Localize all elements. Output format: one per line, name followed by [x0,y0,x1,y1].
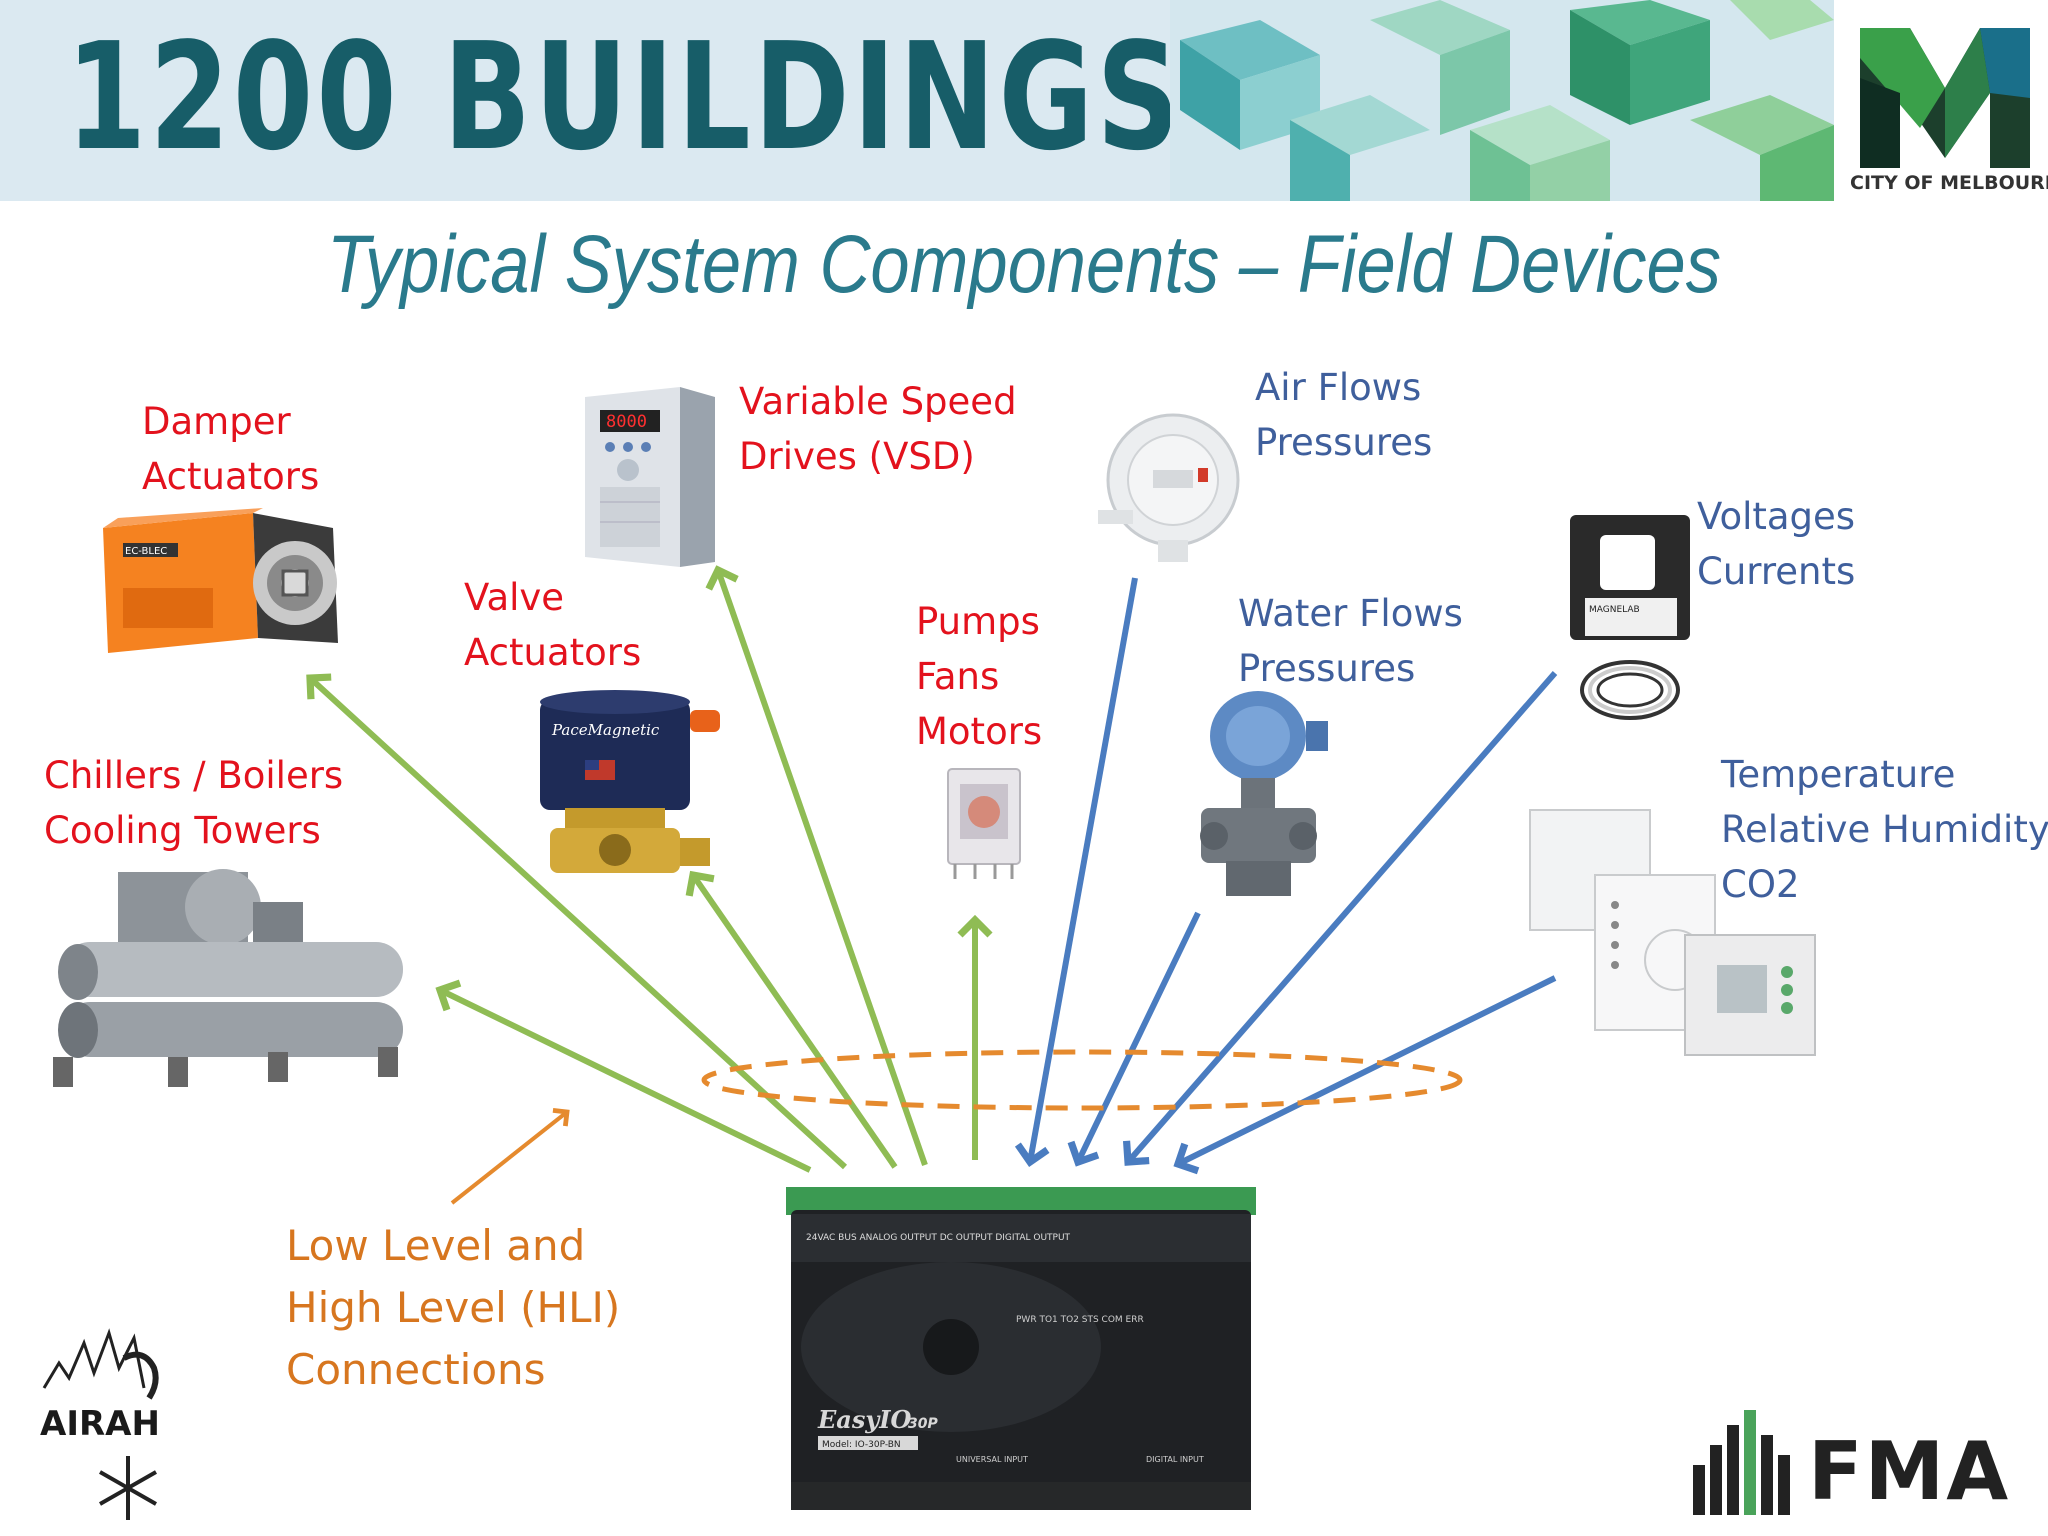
label-line: Voltages [1697,495,1856,538]
snowflake-icon [99,1456,157,1520]
arrow-from-air [1014,577,1138,1168]
controller-brand: EasyIO [817,1405,912,1434]
cube-pattern-graphic [1170,0,1834,201]
valve-actuator-image: PaceMagnetic [540,690,720,873]
label-line: Currents [1697,550,1856,593]
label-chillers-boilers: Chillers / Boilers Cooling Towers [44,748,343,858]
label-line: Chillers / Boilers [44,754,344,797]
label-water-flows: Water Flows Pressures [1238,586,1463,696]
arrow-to-vsd [705,565,928,1166]
airah-logo-mark [42,1328,159,1400]
room-sensors-image [1529,809,1816,1056]
label-line: Low Level and [286,1221,586,1270]
label-line: Relative Humidity [1721,808,2048,851]
current-brand-text: MAGNELAB [1589,605,1640,615]
label-voltages-currents: Voltages Currents [1697,489,1855,599]
current-transformer-image: MAGNELAB [1570,515,1690,720]
label-line: Valve [464,576,565,619]
easyio-controller-image: 24VAC BUS ANALOG OUTPUT DC OUTPUT DIGITA… [786,1187,1256,1510]
fma-logo-mark [1693,1410,1790,1515]
city-of-melbourne-logo [1860,28,2030,168]
controller-digital-input: DIGITAL INPUT [1146,1455,1204,1464]
label-line: Cooling Towers [44,809,321,852]
label-pumps-fans-motors: Pumps Fans Motors [916,594,1042,759]
label-valve-actuators: Valve Actuators [464,570,641,680]
variable-speed-drive-image: 8000 [585,387,715,567]
arrow-to-chiller [435,979,812,1173]
slide-title: Typical System Components – Field Device… [327,219,1721,310]
water-pressure-transmitter-image [1200,691,1328,896]
controller-terminal-header: 24VAC BUS ANALOG OUTPUT DC OUTPUT DIGITA… [806,1233,1071,1243]
arrow-to-valve [685,870,898,1169]
controller-model: Model: IO-30P-BN [822,1440,901,1450]
label-line: High Level (HLI) [286,1283,621,1332]
chiller-image [53,869,403,1087]
valve-brand-text: PaceMagnetic [551,721,660,739]
label-line: Air Flows [1255,366,1422,409]
relay-image [947,768,1021,879]
air-pressure-switch-image [1098,413,1240,562]
label-line: Variable Speed [739,380,1017,423]
controller-universal-input: UNIVERSAL INPUT [956,1455,1028,1464]
label-line: Fans [916,655,1000,698]
label-line: Actuators [464,631,642,674]
connection-ellipse [701,1049,1463,1111]
label-low-high-level-connections: Low Level and High Level (HLI) Connectio… [286,1215,620,1401]
arrow-from-water [1067,911,1201,1167]
arrow-to-damper [306,673,848,1170]
label-line: Water Flows [1238,592,1463,635]
label-line: Pumps [916,600,1040,643]
label-damper-actuators: Damper Actuators [142,394,319,504]
arrow-from-temperature [1173,975,1557,1175]
label-line: Pressures [1238,647,1416,690]
airah-logo-text: AIRAH [40,1404,160,1444]
banner-title: 1200 BUILDINGS [66,11,1183,183]
label-line: Drives (VSD) [739,435,975,478]
fma-logo-text: FMA [1808,1425,2011,1518]
controller-model-suffix: 30P [908,1416,938,1432]
label-line: Temperature [1721,753,1956,796]
label-air-flows: Air Flows Pressures [1255,360,1432,470]
controller-status-text: PWR TO1 TO2 STS COM ERR [1016,1315,1144,1325]
label-temperature-humidity-co2: Temperature Relative Humidity CO2 [1721,747,2048,912]
damper-brand-text: EC-BLEC [125,546,167,557]
label-line: Connections [286,1345,546,1394]
damper-actuator-image: EC-BLEC [103,508,338,653]
label-line: Damper [142,400,291,443]
label-line: Actuators [142,455,320,498]
label-line: Motors [916,710,1043,753]
city-of-melbourne-caption: CITY OF MELBOURNE [1850,172,2048,194]
label-variable-speed-drives: Variable Speed Drives (VSD) [739,374,1017,484]
label-line: CO2 [1721,863,1800,906]
label-line: Pressures [1255,421,1433,464]
vsd-display-text: 8000 [606,412,647,432]
arrow-from-current [1122,671,1558,1166]
arrow-to-ellipse [450,1107,570,1205]
header-banner: 1200 BUILDINGS [0,0,1834,201]
